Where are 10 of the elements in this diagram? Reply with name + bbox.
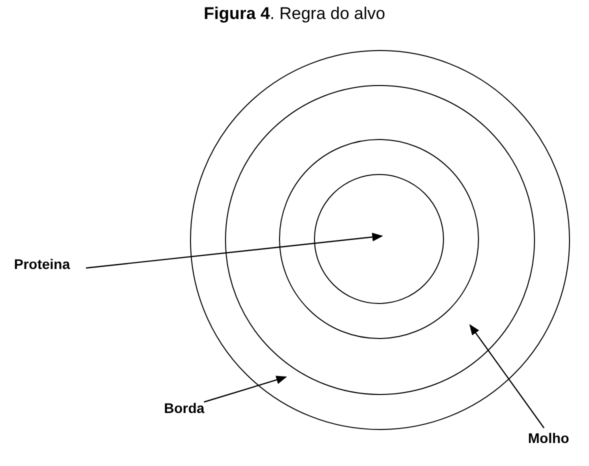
part-label: Molho (528, 430, 570, 446)
target-circle (224, 84, 535, 395)
leader-arrow (86, 232, 384, 269)
part-label: Borda (164, 400, 204, 416)
figure-title: Figura 4. Regra do alvo (202, 4, 386, 24)
leader-arrow (204, 376, 288, 403)
target-circle (314, 174, 444, 304)
part-label: Proteina (14, 256, 70, 272)
target-circle (279, 139, 480, 340)
leader-arrow (469, 324, 544, 428)
